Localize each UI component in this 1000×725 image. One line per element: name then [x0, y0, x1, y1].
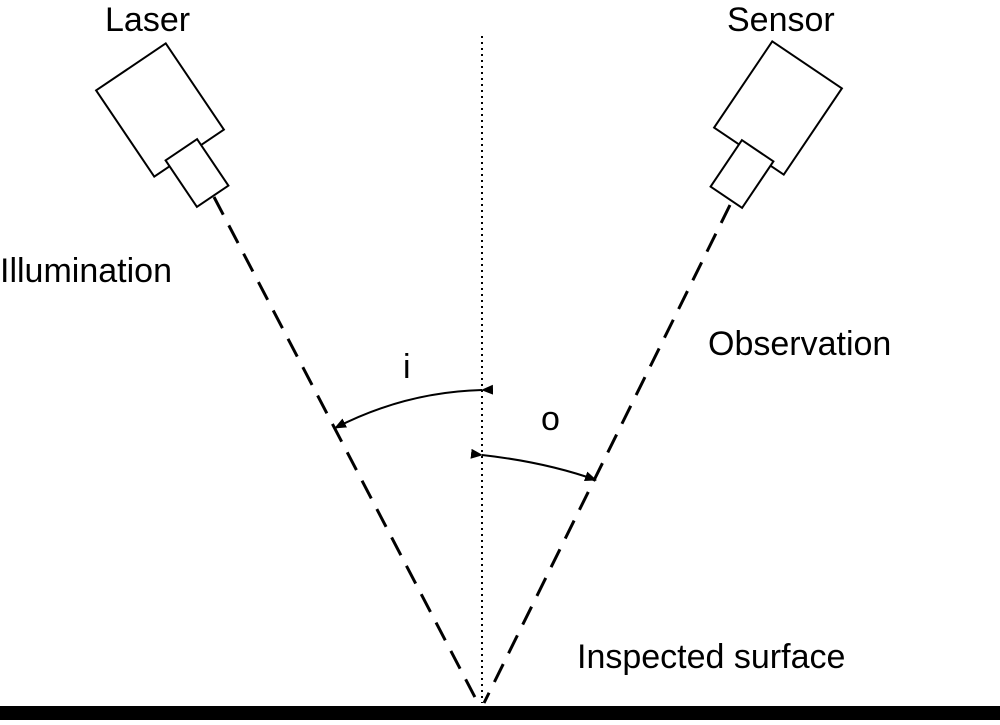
- incidence-angle-label: i: [403, 348, 411, 386]
- observation-beam: [482, 204, 732, 704]
- laser-label: Laser: [105, 1, 191, 39]
- surface-label: Inspected surface: [577, 638, 846, 676]
- illumination-beam: [212, 196, 480, 704]
- inspected-surface-bar: [0, 706, 1000, 720]
- observation-angle-label: o: [541, 400, 560, 438]
- laser-device: [94, 42, 230, 209]
- sensor-label: Sensor: [727, 1, 835, 39]
- sensor-lens: [709, 138, 775, 210]
- illumination-label: Illumination: [0, 252, 172, 290]
- laser-lens: [164, 137, 230, 209]
- sensor-device: [709, 40, 844, 210]
- observation-angle-arc: [470, 448, 597, 482]
- observation-label: Observation: [708, 325, 892, 363]
- incidence-angle-arc: [334, 384, 494, 429]
